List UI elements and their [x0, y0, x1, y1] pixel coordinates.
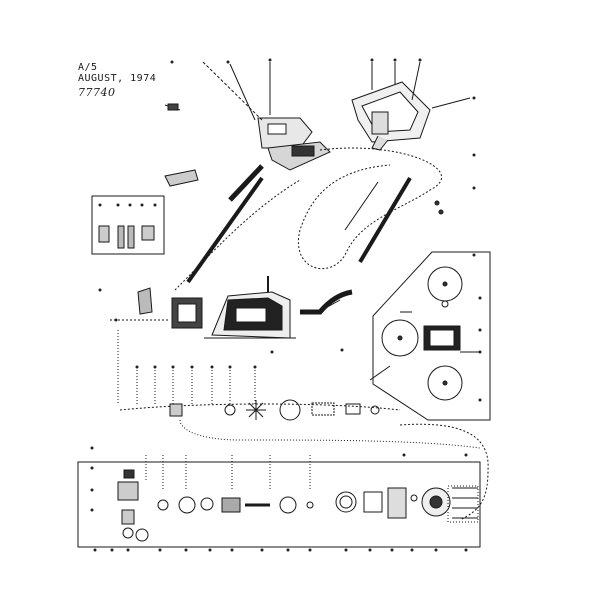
revision-code: A/5 [78, 62, 98, 73]
switch-handle-assembly [164, 61, 331, 187]
armature-row [119, 399, 401, 421]
spool-panel [369, 251, 491, 421]
power-cord [297, 147, 443, 270]
upper-shaft [358, 176, 412, 264]
trimmer-guard [351, 61, 471, 151]
motor-housing [204, 289, 353, 339]
lower-shaft [186, 176, 264, 284]
callout-markers [90, 58, 482, 552]
model-number: 77740 [78, 86, 116, 99]
revision-date: AUGUST, 1974 [78, 73, 157, 84]
clip-kit-box [91, 195, 165, 255]
lower-parts-panel [77, 461, 481, 548]
switch-box [110, 287, 203, 329]
